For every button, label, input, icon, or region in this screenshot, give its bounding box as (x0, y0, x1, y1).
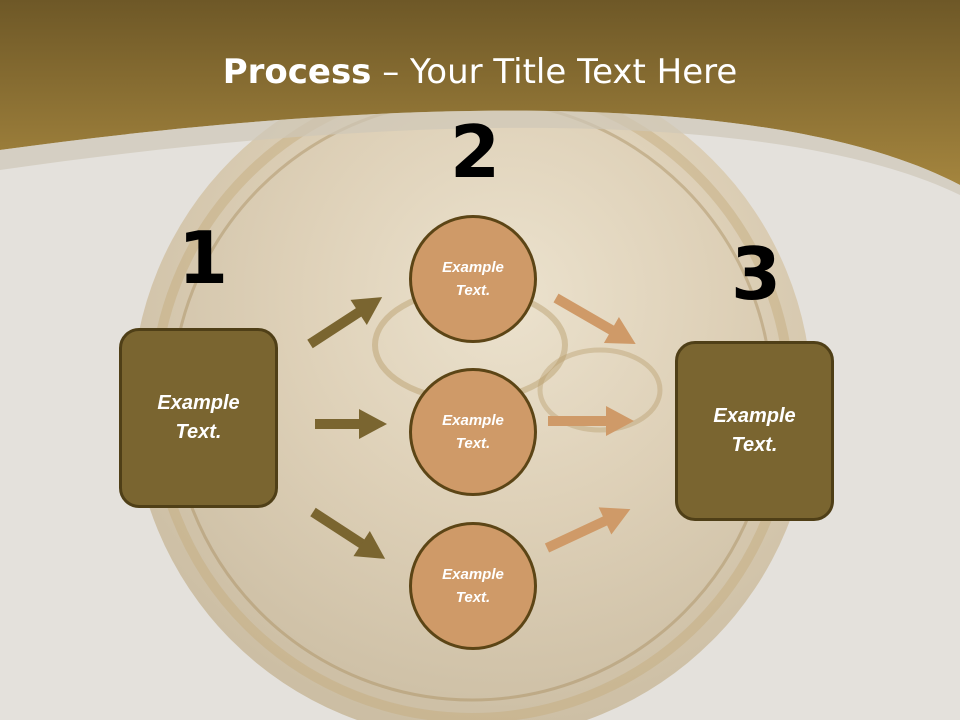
step-1-box: Example Text. (119, 328, 278, 508)
circle-middle-line1: Example (442, 412, 504, 429)
title-bold: Process (222, 52, 372, 92)
circle-bottom-line2: Text. (455, 589, 491, 606)
step-number-2: 2 (450, 110, 501, 194)
step-2-circle-bottom: Example Text. (409, 522, 537, 650)
step-3-box: Example Text. (675, 341, 834, 521)
arrow-down-right (310, 507, 386, 559)
step-2-circle-top: Example Text. (409, 215, 537, 343)
page-title: Process – Your Title Text Here (0, 52, 960, 92)
arrows-right (544, 293, 636, 553)
step-3-label-line2: Text. (731, 434, 778, 456)
circle-top-line1: Example (442, 259, 504, 276)
step-3-label-line1: Example (713, 405, 796, 427)
circle-middle-line2: Text. (455, 435, 491, 452)
arrow-down-right-2 (553, 293, 636, 344)
step-1-label-line2: Text. (175, 421, 222, 443)
step-1-label-line1: Example (157, 392, 240, 414)
arrow-right-2 (548, 406, 634, 436)
arrow-up-right (307, 297, 383, 349)
step-number-1: 1 (178, 216, 229, 300)
arrow-right (315, 409, 387, 439)
arrow-up-right-2 (544, 507, 631, 553)
step-2-circle-middle: Example Text. (409, 368, 537, 496)
header-band (0, 0, 960, 185)
circle-bottom-line1: Example (442, 566, 504, 583)
title-rest: – Your Title Text Here (371, 52, 738, 92)
circle-top-line2: Text. (455, 282, 491, 299)
arrows-left (307, 297, 387, 559)
step-number-3: 3 (731, 232, 782, 316)
